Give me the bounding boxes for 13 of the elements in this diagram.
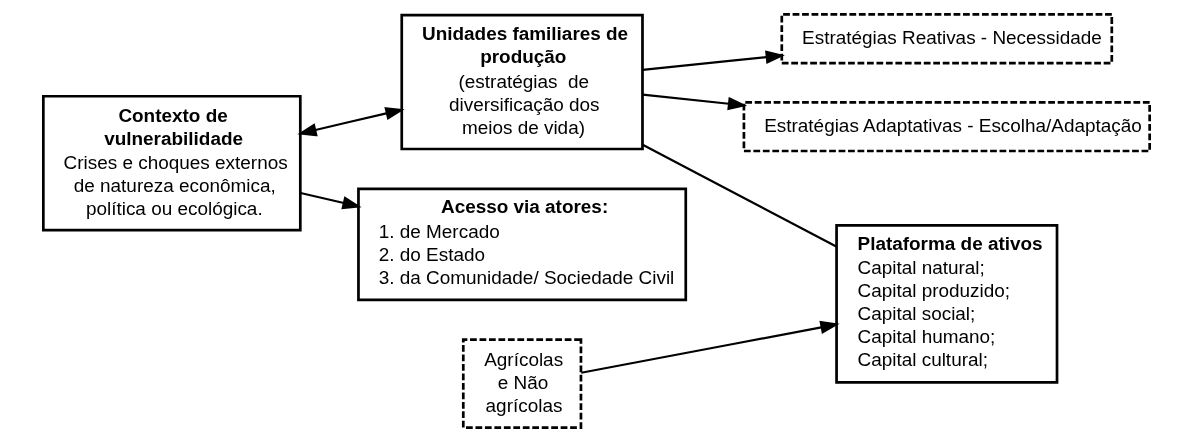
arrow [642,93,747,110]
connector [641,143,837,247]
arrow [580,320,840,374]
node-box: Estratégias Adaptativas - Escolha/Adaptação [742,100,1151,152]
node-box: Contexto de vulnerabilidade Crises e choques externos de natureza econômica, política ou ecológica. [41,94,302,231]
node-box: Agrícolas e Não agrícolas [461,337,582,429]
node-box: Estratégias Reativas - Necessidade [779,12,1113,64]
node-box: Unidades familiares de produção (estratégias de diversificação dos meios de vida) [399,13,644,150]
node-box: Plataforma de ativos Capital natural; Capital produzido; Capital social; Capital humano; Capital cultural; [834,223,1058,384]
node-box: Acesso via atores: 1. de Mercado 2. do Estado 3. da Comunidade/ Sociedade Civil [356,187,687,301]
arrow [642,50,785,71]
arrow [299,191,362,209]
arrow [296,106,405,136]
